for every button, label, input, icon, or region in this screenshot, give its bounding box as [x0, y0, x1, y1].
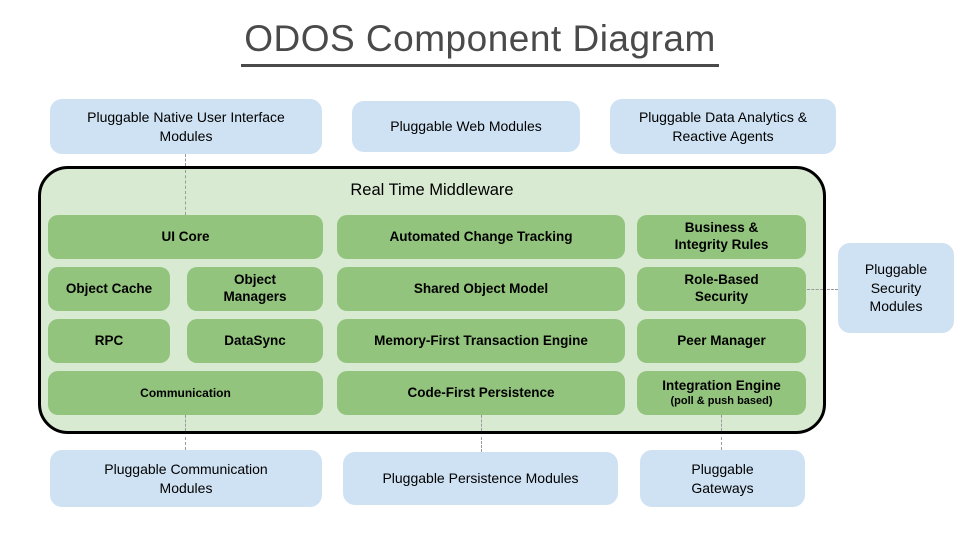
- component-peer-manager-label: Peer Manager: [677, 332, 766, 348]
- component-object-cache-label: Object Cache: [65, 280, 153, 296]
- plugin-communication-label: Pluggable Communication Modules: [104, 460, 268, 496]
- component-business-integrity-rules-label: Business & Integrity Rules: [674, 220, 769, 252]
- component-code-first-persistence-label: Code-First Persistence: [407, 384, 555, 400]
- connector-communication-inner: [185, 415, 186, 431]
- component-integration-engine: Integration Engine (poll & push based): [637, 371, 806, 415]
- component-role-based-security: Role-Based Security: [637, 267, 806, 311]
- plugin-web-label: Pluggable Web Modules: [390, 118, 542, 135]
- component-object-managers: Object Managers: [187, 267, 323, 311]
- plugin-security-box: Pluggable Security Modules: [838, 243, 954, 333]
- component-shared-object-model: Shared Object Model: [337, 267, 625, 311]
- component-communication: Communication: [48, 371, 323, 415]
- component-memory-first-transaction-engine: Memory-First Transaction Engine: [337, 319, 625, 363]
- plugin-data-analytics-box: Pluggable Data Analytics & Reactive Agen…: [610, 99, 836, 154]
- component-automated-change-tracking: Automated Change Tracking: [337, 215, 625, 259]
- connector-persistence-inner: [481, 415, 482, 431]
- connector-communication-outer: [185, 437, 186, 450]
- plugin-gateways-box: Pluggable Gateways: [640, 450, 805, 507]
- component-ui-core-label: UI Core: [161, 228, 210, 244]
- plugin-persistence-box: Pluggable Persistence Modules: [343, 452, 618, 505]
- middleware-title: Real Time Middleware: [350, 181, 514, 199]
- connector-native-ui-inner: [185, 170, 186, 215]
- component-automated-change-tracking-label: Automated Change Tracking: [389, 228, 573, 244]
- page-title: ODOS Component Diagram: [241, 18, 719, 67]
- plugin-communication-box: Pluggable Communication Modules: [50, 450, 322, 507]
- page-title-row: ODOS Component Diagram: [0, 18, 960, 67]
- component-rpc: RPC: [48, 319, 170, 363]
- component-memory-first-transaction-engine-label: Memory-First Transaction Engine: [374, 332, 588, 348]
- connector-gateways-inner: [721, 415, 722, 431]
- connector-gateways-outer: [721, 437, 722, 450]
- component-shared-object-model-label: Shared Object Model: [413, 280, 549, 296]
- connector-security-inner: [807, 289, 823, 290]
- plugin-security-label: Pluggable Security Modules: [864, 260, 928, 315]
- plugin-persistence-label: Pluggable Persistence Modules: [382, 470, 579, 487]
- component-datasync: DataSync: [187, 319, 323, 363]
- component-code-first-persistence: Code-First Persistence: [337, 371, 625, 415]
- plugin-web-box: Pluggable Web Modules: [352, 101, 580, 152]
- component-integration-engine-label: Integration Engine: [662, 377, 781, 393]
- component-ui-core: UI Core: [48, 215, 323, 259]
- component-object-cache: Object Cache: [48, 267, 170, 311]
- connector-persistence-outer: [481, 437, 482, 452]
- plugin-data-analytics-label: Pluggable Data Analytics & Reactive Agen…: [638, 108, 808, 144]
- connector-security-outer: [827, 289, 838, 290]
- component-business-integrity-rules: Business & Integrity Rules: [637, 215, 806, 259]
- component-object-managers-label: Object Managers: [223, 272, 287, 304]
- component-integration-engine-sublabel: (poll & push based): [670, 394, 773, 407]
- component-peer-manager: Peer Manager: [637, 319, 806, 363]
- component-datasync-label: DataSync: [224, 332, 286, 348]
- plugin-native-ui-label: Pluggable Native User Interface Modules: [87, 108, 285, 144]
- component-role-based-security-label: Role-Based Security: [684, 272, 759, 304]
- plugin-native-ui-box: Pluggable Native User Interface Modules: [50, 99, 322, 154]
- connector-native-ui-outer: [185, 154, 186, 166]
- component-rpc-label: RPC: [94, 332, 124, 348]
- plugin-gateways-label: Pluggable Gateways: [691, 460, 754, 496]
- component-communication-label: Communication: [140, 385, 231, 400]
